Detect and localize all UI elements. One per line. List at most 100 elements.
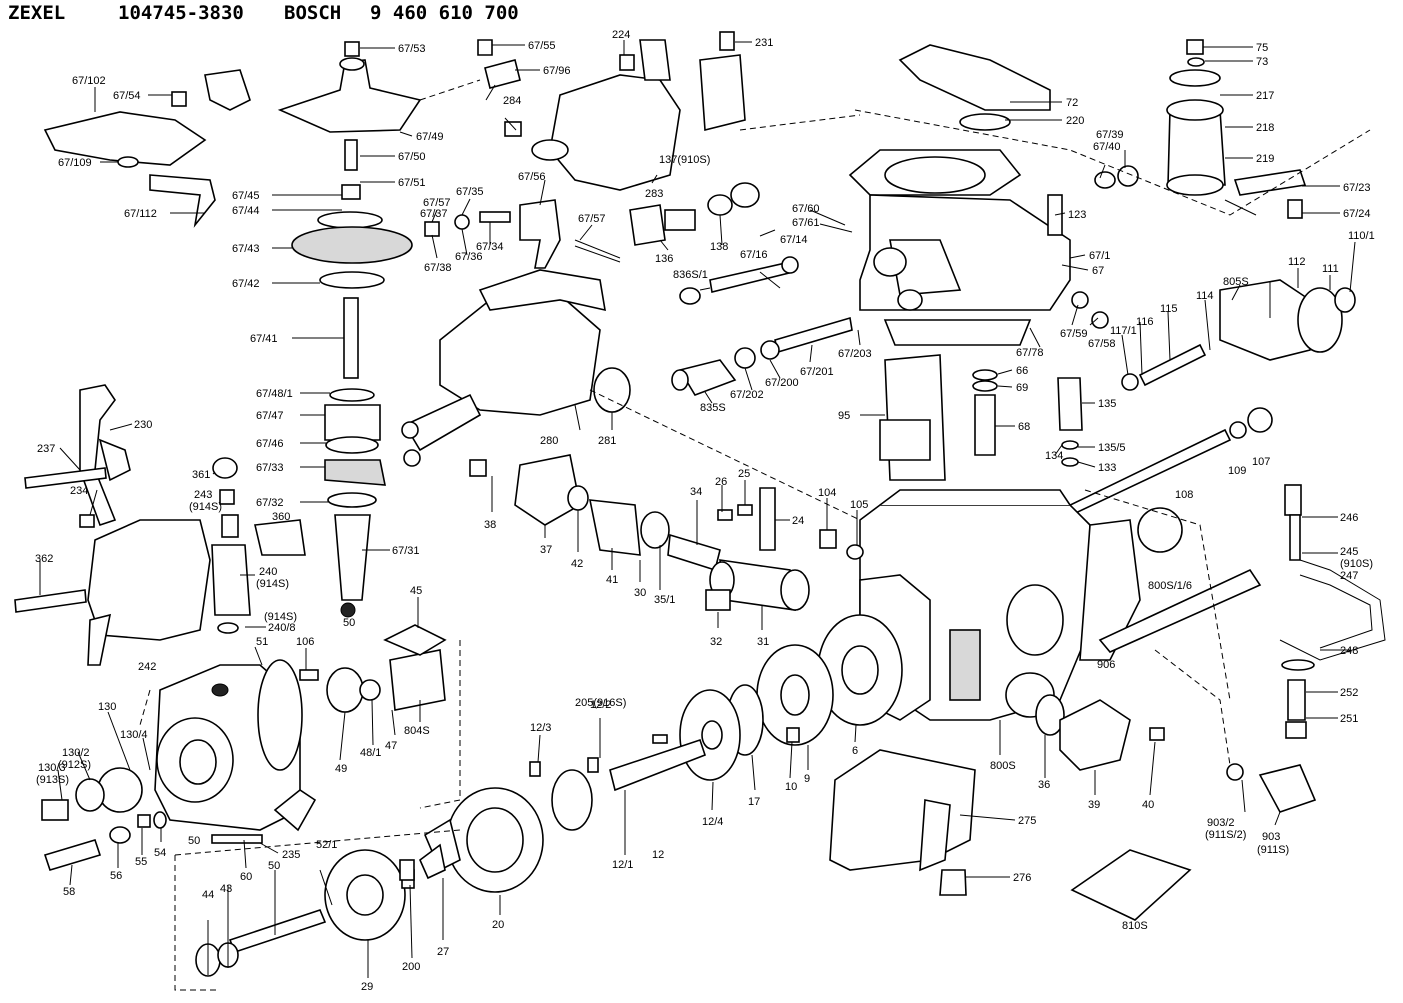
part-label: 67/57 <box>423 197 451 209</box>
part-label: 51 <box>256 636 268 648</box>
part-label: (914S) <box>264 611 297 623</box>
part-label: 130/3 <box>38 762 66 774</box>
part-label: 67/201 <box>800 366 834 378</box>
part-label: 12 <box>652 849 664 861</box>
part-label: 56 <box>110 870 122 882</box>
header-bosch-number: 9 460 610 700 <box>370 2 519 24</box>
part-label: 29 <box>361 981 373 993</box>
part-label: 108 <box>1175 489 1193 501</box>
part-label: 26 <box>715 476 727 488</box>
part-label: 67/1 <box>1089 250 1110 262</box>
part-label: 30 <box>634 587 646 599</box>
part-label: 67/50 <box>398 151 426 163</box>
part-label: 836S/1 <box>673 269 708 281</box>
part-label: 17 <box>748 796 760 808</box>
part-label: 95 <box>838 410 850 422</box>
part-label: 67/47 <box>256 410 284 422</box>
part-label: 67/37 <box>420 208 448 220</box>
part-label: 231 <box>755 37 773 49</box>
part-label: 109 <box>1228 465 1246 477</box>
part-label: 240 <box>259 566 277 578</box>
part-label: 114 <box>1196 290 1214 302</box>
part-label: 67/39 <box>1096 129 1124 141</box>
part-label: 67/24 <box>1343 208 1371 220</box>
header-brand-zexel: ZEXEL <box>8 2 66 24</box>
part-label: 284 <box>503 95 521 107</box>
part-label: 67/57 <box>578 213 606 225</box>
part-label: 67/112 <box>124 208 157 220</box>
part-label: 805S <box>1223 276 1249 288</box>
part-label: 217 <box>1256 90 1274 102</box>
part-label: 36 <box>1038 779 1050 791</box>
part-label: 67/42 <box>232 278 260 290</box>
part-label: 224 <box>612 29 630 41</box>
part-label: 220 <box>1066 115 1084 127</box>
part-label: 72 <box>1066 97 1078 109</box>
part-label: 67/36 <box>455 251 483 263</box>
part-label: 242 <box>138 661 156 673</box>
part-label: 20 <box>492 919 504 931</box>
part-label: 50 <box>188 835 200 847</box>
part-label: 117/1 <box>1110 325 1137 337</box>
part-label: 54 <box>154 847 166 859</box>
part-label: 12/3 <box>530 722 551 734</box>
part-label: 52/1 <box>316 839 337 851</box>
part-label: 247 <box>1340 570 1358 582</box>
part-label: 34 <box>690 486 702 498</box>
part-label: 25 <box>738 468 750 480</box>
part-label: 24 <box>792 515 804 527</box>
part-label: (912S) <box>58 759 91 771</box>
part-label: 60 <box>240 871 252 883</box>
part-label: (911S/2) <box>1205 829 1246 841</box>
part-label: 67/40 <box>1093 141 1121 153</box>
part-label: 73 <box>1256 56 1268 68</box>
part-label: 66 <box>1016 365 1028 377</box>
part-label: 67/51 <box>398 177 426 189</box>
part-label: 135 <box>1098 398 1116 410</box>
part-label: 67/32 <box>256 497 284 509</box>
part-label: 107 <box>1252 456 1270 468</box>
part-label: 105 <box>850 499 868 511</box>
part-label: 69 <box>1016 382 1028 394</box>
part-label: 67/34 <box>476 241 504 253</box>
part-label: 130/2 <box>62 747 90 759</box>
part-label: 67/109 <box>58 157 92 169</box>
part-label: 67/202 <box>730 389 764 401</box>
part-label: 67/49 <box>416 131 444 143</box>
part-label: 41 <box>606 574 618 586</box>
part-label: 360 <box>272 511 290 523</box>
part-label: 27 <box>437 946 449 958</box>
part-label: 810S <box>1122 920 1148 932</box>
part-label: 230 <box>134 419 152 431</box>
part-label: 31 <box>757 636 769 648</box>
part-label: 800S <box>990 760 1016 772</box>
part-label: 110/1 <box>1348 230 1375 242</box>
part-label: 116 <box>1136 316 1154 328</box>
part-label: 218 <box>1256 122 1274 134</box>
part-label: 123 <box>1068 209 1086 221</box>
part-label: 67/96 <box>543 65 571 77</box>
part-label: 67/46 <box>256 438 284 450</box>
part-label: 38 <box>484 519 496 531</box>
part-label: 67/38 <box>424 262 452 274</box>
part-label: 67/200 <box>765 377 799 389</box>
part-label: 903/2 <box>1207 817 1235 829</box>
part-label: 68 <box>1018 421 1030 433</box>
part-label: 40 <box>1142 799 1154 811</box>
part-label: 130 <box>98 701 116 713</box>
leader-lines <box>39 40 1356 978</box>
header-brand-bosch: BOSCH <box>284 2 342 24</box>
part-label: 67/203 <box>838 348 872 360</box>
part-label: 67/43 <box>232 243 260 255</box>
part-label: 67/33 <box>256 462 284 474</box>
part-label: 67/14 <box>780 234 808 246</box>
part-label: 44 <box>202 889 214 901</box>
part-label: 67/55 <box>528 40 556 52</box>
part-label: 251 <box>1340 713 1358 725</box>
part-label: 219 <box>1256 153 1274 165</box>
part-label: 280 <box>540 435 558 447</box>
part-label: (913S) <box>36 774 69 786</box>
part-label: 281 <box>598 435 616 447</box>
